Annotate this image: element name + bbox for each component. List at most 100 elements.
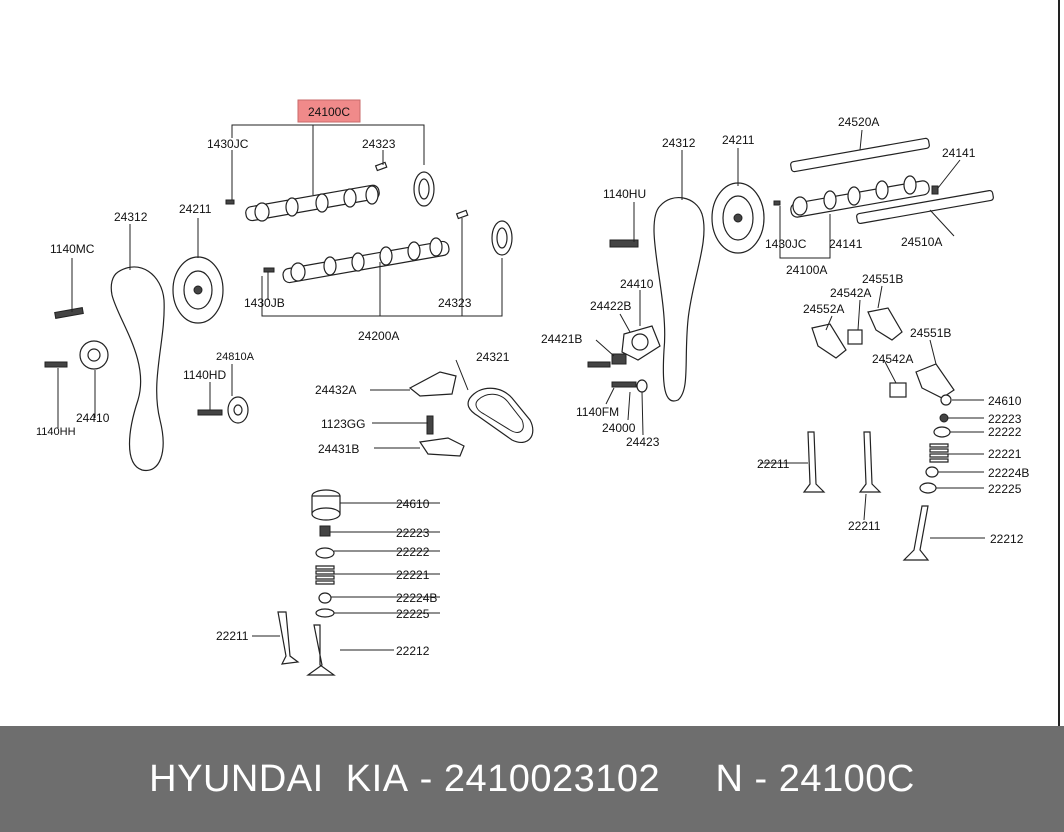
- label-22212-a: 22212: [396, 644, 430, 658]
- key-24323-a: [374, 161, 388, 172]
- label-24321: 24321: [476, 350, 510, 364]
- rocker-shaft-24520A: [790, 137, 930, 173]
- rocker-shaft-24510A: [856, 189, 994, 225]
- label-24100A: 24100A: [786, 263, 827, 277]
- bolt-1123GG: [426, 415, 434, 435]
- label-24610-b: 24610: [988, 394, 1022, 408]
- cover-24431B: [418, 437, 465, 457]
- spring-24542A-a: [847, 329, 863, 345]
- camshaft-right: [790, 175, 930, 218]
- rocker-24551B-b: [915, 363, 955, 399]
- label-22222-a: 22222: [396, 545, 430, 559]
- label-22211-a: 22211: [216, 629, 249, 643]
- label-22212-b: 22212: [990, 532, 1024, 546]
- cam-sprocket-upper: [413, 171, 435, 207]
- label-24423: 24423: [626, 435, 660, 449]
- cam-gear-24211: [711, 182, 765, 254]
- label-24422B: 24422B: [590, 299, 631, 313]
- idler-24410-a: [79, 340, 109, 370]
- label-24432A: 24432A: [315, 383, 356, 397]
- timing-belt-right: [653, 197, 705, 402]
- key-1430JB: [263, 267, 275, 273]
- label-1140MC: 1140MC: [50, 242, 95, 256]
- label-24410-a: 24410: [76, 411, 110, 425]
- ref-prefix: N: [715, 757, 744, 800]
- label-24410-b: 24410: [620, 277, 654, 291]
- right-border: [1058, 0, 1064, 726]
- label-22224B-b: 22224B: [988, 466, 1029, 480]
- leader-24100A: [779, 206, 831, 259]
- label-24610-a: 24610: [396, 497, 430, 511]
- separator-1: -: [408, 757, 444, 800]
- bolt-1140FM: [611, 381, 637, 388]
- timing-belt-left: [110, 266, 165, 471]
- gasket-24321: [467, 387, 534, 443]
- label-24510A: 24510A: [901, 235, 942, 249]
- label-22223-b: 22223: [988, 412, 1022, 426]
- label-1430JB: 1430JB: [244, 296, 285, 310]
- label-24211-a: 24211: [179, 202, 212, 216]
- gasket-24321-inner: [475, 393, 524, 433]
- spring-24421B: [611, 353, 627, 365]
- bolt-1140MC: [54, 307, 84, 319]
- label-24520A: 24520A: [838, 115, 879, 129]
- label-1140HD: 1140HD: [183, 368, 226, 382]
- parts-diagram: 24100C: [36, 99, 1029, 676]
- label-1140FM: 1140FM: [576, 405, 619, 419]
- label-24552A: 24552A: [803, 302, 844, 316]
- bolt-1140HH: [44, 361, 68, 368]
- spring-24542A-b: [889, 382, 907, 398]
- rocker-24552A: [811, 323, 847, 359]
- rocker-24551B-a: [867, 307, 903, 341]
- label-24100C: 24100C: [308, 105, 350, 119]
- cover-24432A: [408, 371, 457, 397]
- label-1140HH: 1140HH: [36, 426, 76, 438]
- label-22224B-a: 22224B: [396, 591, 437, 605]
- label-24141-a: 24141: [942, 146, 976, 160]
- label-22211-c: 22211: [848, 519, 881, 533]
- label-24431B: 24431B: [318, 442, 359, 456]
- key-1430JC-b: [773, 200, 781, 206]
- ref-number[interactable]: 24100C: [778, 757, 915, 800]
- label-24542A-b: 24542A: [872, 352, 913, 366]
- washer-24423: [636, 379, 648, 393]
- label-24200A: 24200A: [358, 329, 399, 343]
- idler-24810A: [227, 396, 249, 424]
- leader-24100C: [231, 124, 425, 195]
- label-1123GG: 1123GG: [321, 417, 365, 431]
- label-24810A: 24810A: [216, 351, 255, 363]
- leaders: [57, 129, 985, 651]
- label-24312-b: 24312: [662, 136, 696, 150]
- plug-24141: [931, 185, 939, 195]
- crank-gear-24211: [172, 256, 224, 324]
- label-1140HU: 1140HU: [603, 187, 646, 201]
- brand-text: HYUNDAI KIA: [149, 757, 409, 800]
- tensioner-24410: [621, 325, 661, 361]
- bolt-1140HU: [609, 239, 639, 248]
- label-22225-a: 22225: [396, 607, 430, 621]
- label-22222-b: 22222: [988, 425, 1022, 439]
- separator-2: -: [743, 757, 779, 800]
- camshaft-upper: [245, 184, 380, 222]
- valve-stack-left: [277, 489, 341, 676]
- bolt-right-a: [587, 361, 611, 368]
- key-24323-b: [455, 209, 469, 220]
- label-24323-a: 24323: [362, 137, 396, 151]
- valve-stack-right: [802, 394, 952, 561]
- part-number[interactable]: 2410023102: [443, 757, 661, 800]
- gap: [660, 758, 715, 801]
- label-24141-b: 24141: [829, 237, 863, 251]
- label-22221-a: 22221: [396, 568, 430, 582]
- label-24421B: 24421B: [541, 332, 582, 346]
- label-24000: 24000: [602, 421, 636, 435]
- label-24551B-b: 24551B: [910, 326, 951, 340]
- label-24211-b: 24211: [722, 133, 755, 147]
- label-1430JC-b: 1430JC: [765, 237, 807, 251]
- highlight-box[interactable]: [297, 99, 361, 123]
- key-1430JC-a: [225, 199, 235, 205]
- cam-sprocket-lower: [491, 220, 513, 256]
- label-22225-b: 22225: [988, 482, 1022, 496]
- camshaft-lower: [282, 237, 450, 284]
- label-24551B-a: 24551B: [862, 272, 903, 286]
- bolt-1140HD: [197, 409, 223, 416]
